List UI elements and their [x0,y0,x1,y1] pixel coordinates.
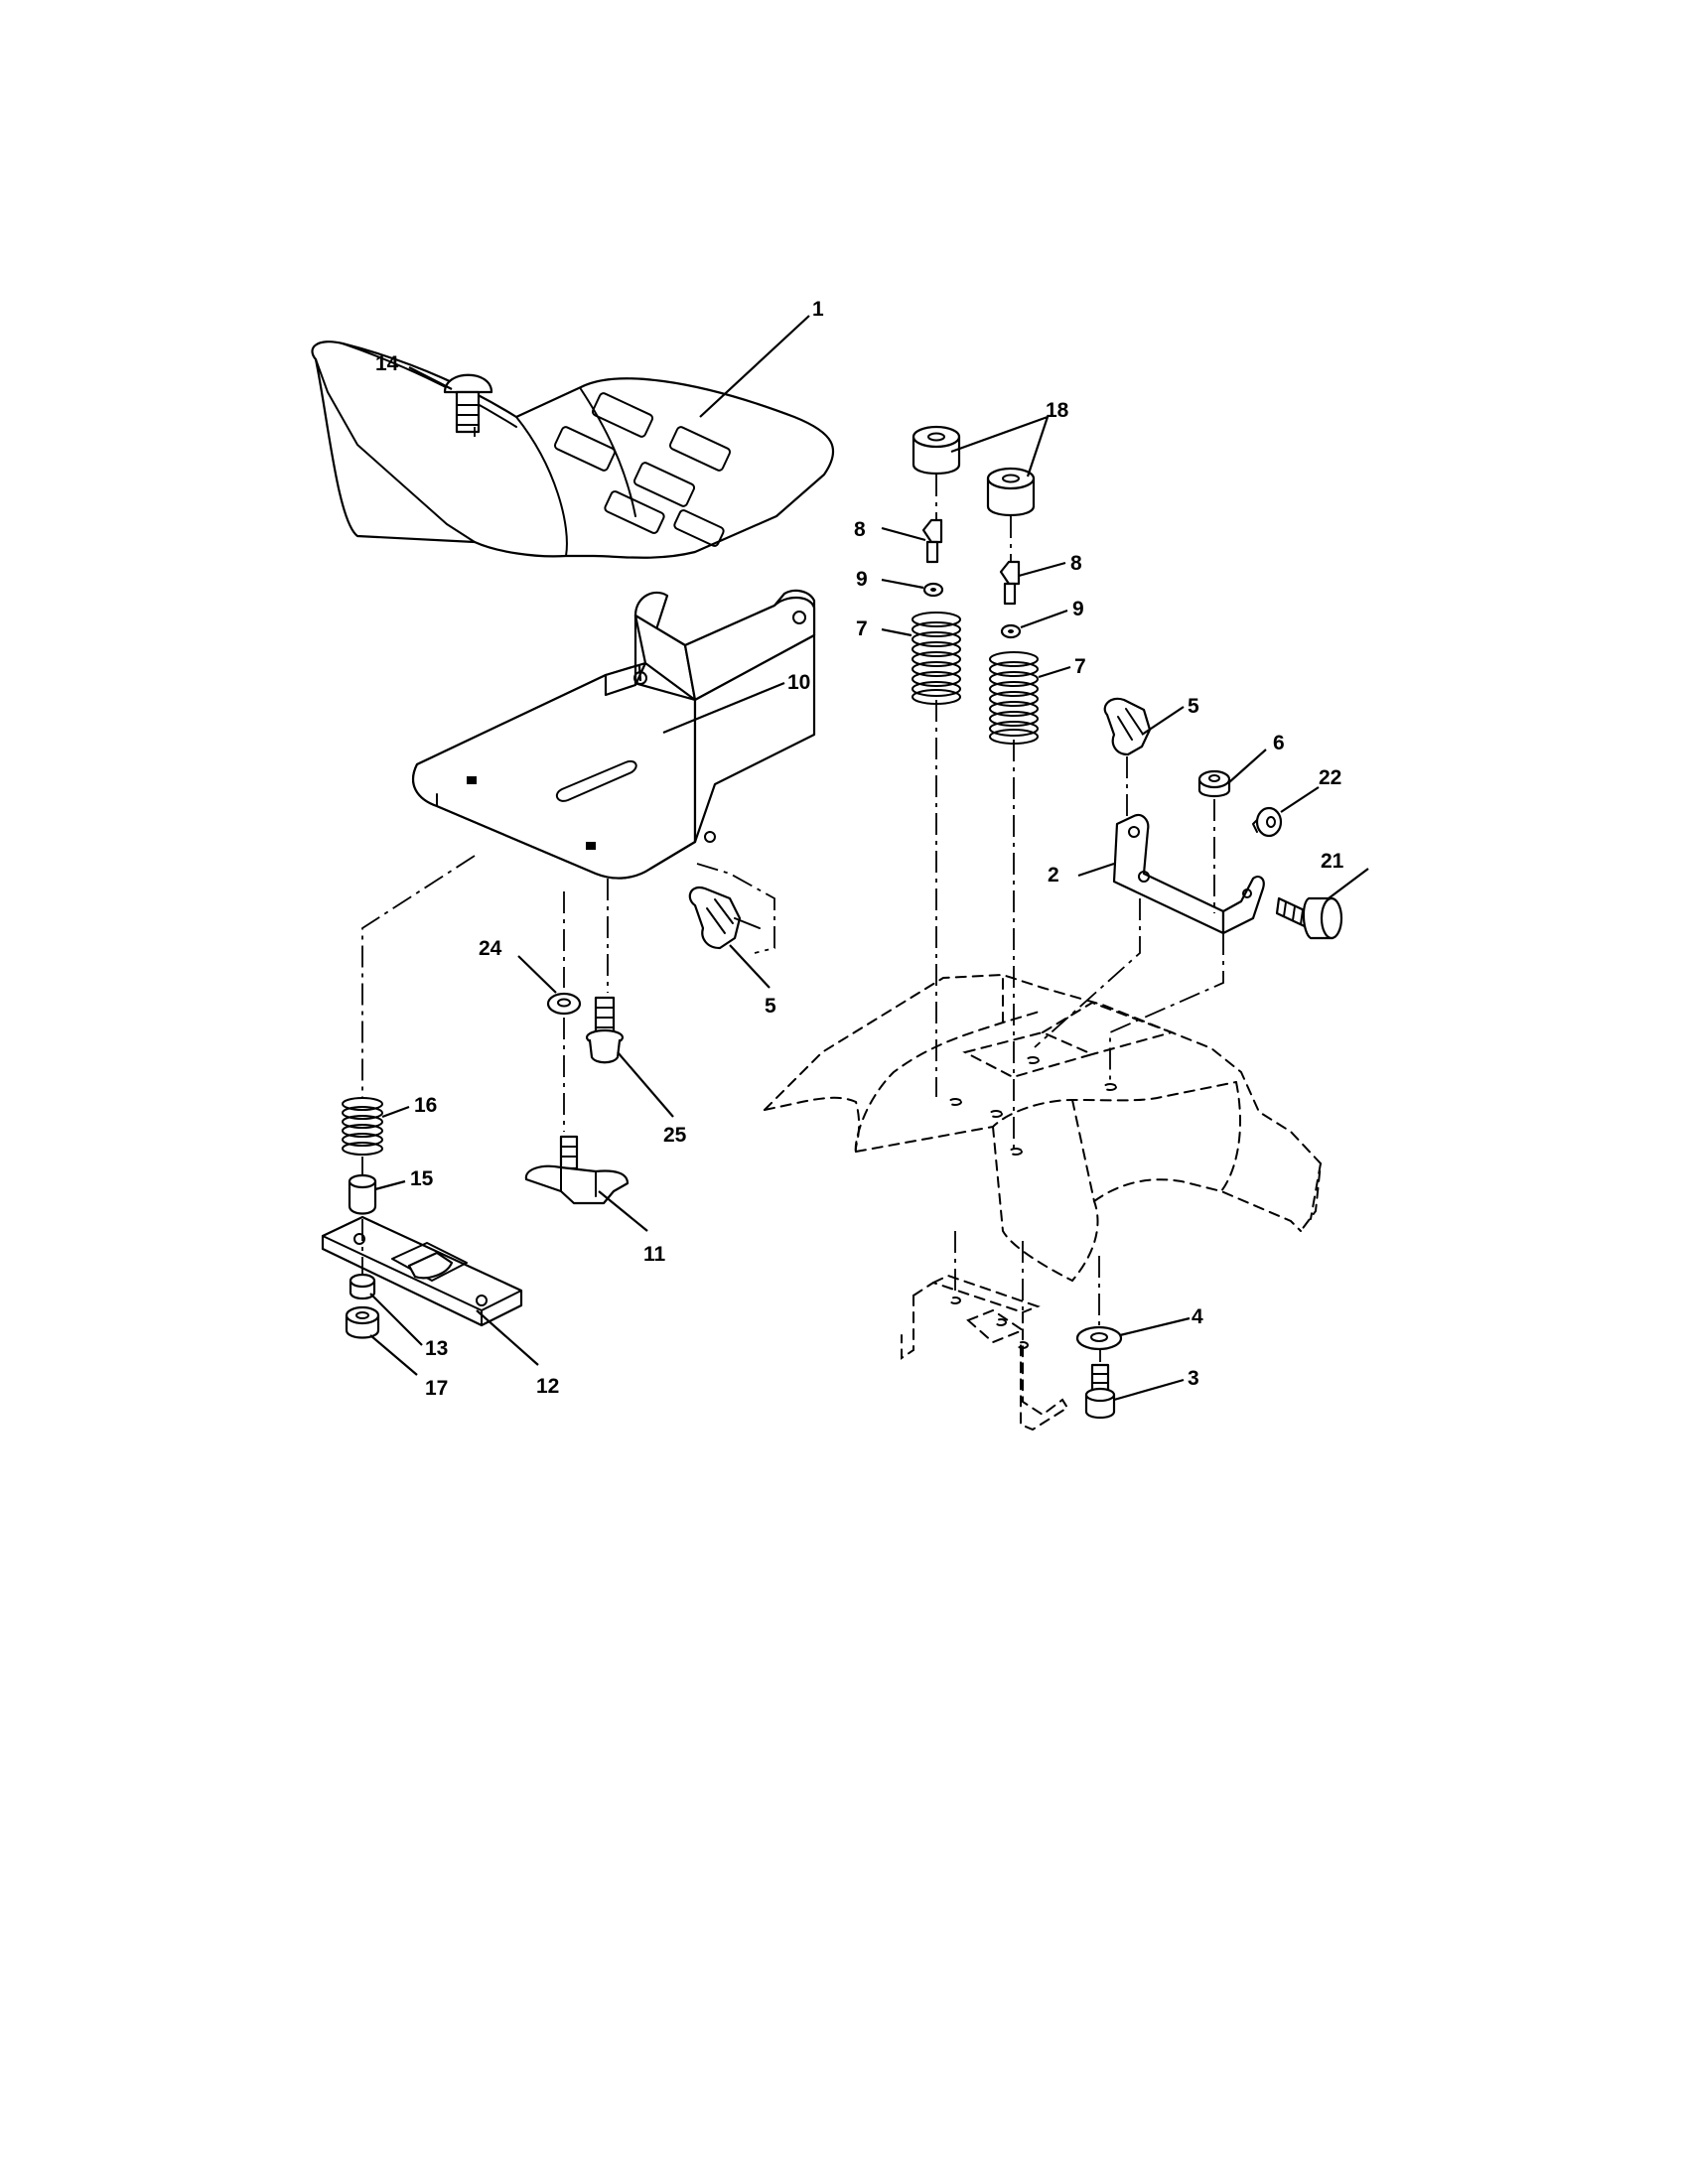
bolt-3 [1084,1363,1116,1420]
callout-5-left: 5 [765,995,776,1018]
bumper-left [912,425,961,475]
leader-8-left [881,526,926,542]
clip-right [1103,697,1152,756]
leader-10 [662,681,785,735]
callout-15: 15 [410,1167,434,1190]
callout-18: 18 [1046,399,1069,422]
washer-24 [546,992,582,1016]
nut-6 [1197,769,1231,798]
leader-12 [476,1309,539,1366]
spring-7-right [989,651,1039,745]
bumper-right [986,467,1036,516]
callout-7-right: 7 [1074,655,1086,678]
leader-11 [598,1190,648,1232]
callout-22: 22 [1319,766,1341,789]
washer-22 [1252,806,1283,838]
leader-24 [517,955,557,994]
slide-plate [321,1215,523,1327]
callout-12: 12 [536,1375,559,1398]
leader-6 [1228,749,1267,783]
leader-1 [699,315,810,418]
leader-2 [1077,862,1115,878]
callout-1: 1 [812,298,824,321]
washer-9-right [1000,623,1022,639]
callout-8-right: 8 [1070,552,1082,575]
leader-5-right [1141,706,1185,736]
leader-16 [381,1105,410,1119]
fender-deck-phantom [764,973,1323,1282]
leader-4 [1119,1316,1191,1337]
callout-16: 16 [414,1094,437,1117]
spring-7-left [912,612,961,705]
callout-10: 10 [787,671,810,694]
leader-5-left [729,944,771,989]
callout-25: 25 [663,1124,687,1147]
screw-8-left [921,518,943,564]
leader-22 [1280,786,1320,813]
leader-15 [374,1179,406,1191]
screw-8-right [999,560,1021,606]
callout-9-left: 9 [856,568,868,591]
clip-left [688,886,761,950]
leader-21 [1328,868,1369,899]
spacer-15 [348,1173,377,1215]
callout-5-right: 5 [1188,695,1199,718]
callout-6: 6 [1273,732,1285,754]
callout-21: 21 [1321,850,1344,873]
callout-4: 4 [1192,1305,1203,1328]
callout-17: 17 [425,1377,448,1400]
callout-24: 24 [479,937,502,960]
left-guide-lines [361,427,609,1276]
washer-9-left [922,582,944,598]
shoulder-bolt [585,996,625,1064]
seat-pan [411,589,816,880]
nut-13 [349,1273,376,1300]
callout-8-left: 8 [854,518,866,541]
guide-clip-left [696,863,775,954]
leader-25 [617,1051,674,1118]
seat [311,341,835,559]
carriage-bolt [443,373,493,434]
callout-3: 3 [1188,1367,1199,1390]
bracket [1112,813,1265,935]
wing-knob [524,1135,630,1205]
frame-bracket-phantom [901,1274,1069,1432]
leader-7-left [881,627,912,637]
callout-7-left: 7 [856,617,868,640]
leader-18 [950,415,1050,478]
leader-3 [1113,1378,1185,1402]
callout-11: 11 [643,1243,666,1266]
leader-13 [369,1293,423,1346]
bolt-21 [1275,896,1343,940]
callout-13: 13 [425,1337,448,1360]
spring-16 [342,1097,383,1156]
leader-14 [408,366,453,390]
nut-17 [345,1305,380,1339]
leader-17 [369,1334,418,1376]
leader-9-left [881,578,924,590]
leader-9-right [1020,609,1068,629]
washer-4 [1075,1325,1123,1351]
callout-2: 2 [1048,864,1059,887]
callout-9-right: 9 [1072,598,1084,620]
leader-7-right [1038,665,1071,679]
right-guide-lines [935,475,1224,1362]
callout-14: 14 [375,352,399,375]
leader-8-right [1018,561,1066,578]
